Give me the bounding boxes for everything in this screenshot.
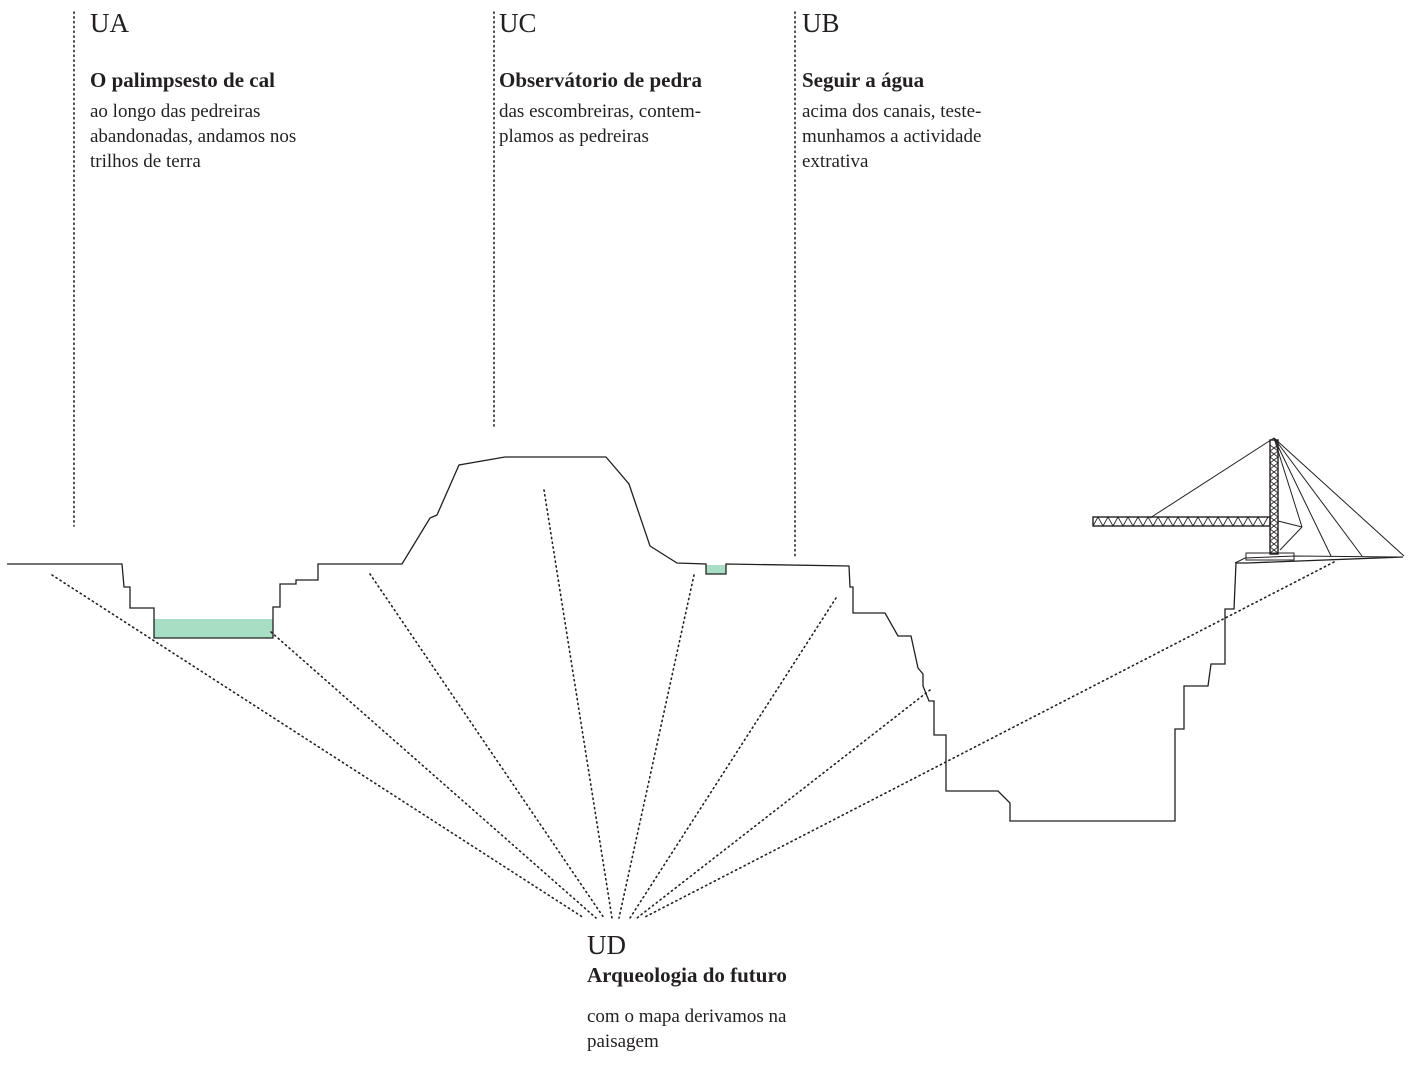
description-line: munhamos a actividade: [802, 126, 982, 147]
unit-description: ao longo das pedreiras abandonadas, anda…: [90, 99, 296, 174]
crane-icon: [1092, 437, 1405, 561]
view-line: [369, 573, 605, 919]
unit-code: UB: [802, 8, 840, 38]
unit-code: UA: [90, 8, 129, 38]
view-line: [543, 489, 613, 919]
unit-code: UD: [587, 930, 626, 960]
description-line: ao longo das pedreiras: [90, 101, 261, 122]
crane-cables: [1149, 437, 1405, 557]
crane-jib: [1092, 516, 1271, 527]
description-line: plamos as pedreiras: [499, 126, 649, 147]
crane-mast-lattice: [1269, 444, 1279, 554]
view-line: [51, 574, 585, 919]
water-pool-small: [706, 565, 726, 574]
description-line: paisagem: [587, 1031, 659, 1052]
crane-jib-lattice: [1092, 516, 1269, 527]
unit-description: acima dos canais, teste- munhamos a acti…: [802, 99, 981, 174]
view-line: [270, 631, 597, 919]
unit-description: com o mapa derivamos na paisagem: [587, 1004, 787, 1054]
view-lines: [51, 489, 1335, 919]
unit-ud: UD Arqueologia do futuro com o mapa deri…: [587, 930, 787, 1054]
description-line: trilhos de terra: [90, 151, 201, 172]
leader-lines: [73, 11, 796, 557]
description-line: acima dos canais, teste-: [802, 101, 982, 122]
terrain-profile: [7, 456, 1404, 822]
crane-mast: [1269, 439, 1279, 555]
description-line: abandonadas, andamos nos: [90, 126, 297, 147]
ledge-step-c: [1234, 555, 1403, 564]
unit-title: Observátorio de pedra: [499, 68, 702, 92]
view-line: [618, 574, 695, 919]
water-bodies: [154, 565, 726, 638]
view-line: [636, 689, 931, 919]
view-line: [629, 597, 837, 919]
unit-code: UC: [499, 8, 537, 38]
unit-title: O palimpsesto de cal: [90, 68, 275, 92]
unit-title: Arqueologia do futuro: [587, 963, 787, 987]
description-line: com o mapa derivamos na: [587, 1006, 787, 1027]
description-line: extrativa: [802, 151, 869, 172]
unit-title: Seguir a água: [802, 68, 925, 92]
unit-description: das escombreiras, contem- plamos as pedr…: [499, 99, 702, 149]
crane-counter-jib: [1277, 520, 1303, 528]
view-line: [642, 561, 1335, 919]
unit-ua: UA O palimpsesto de cal ao longo das ped…: [90, 8, 296, 174]
water-pool-left: [154, 619, 273, 638]
unit-ub: UB Seguir a água acima dos canais, teste…: [802, 8, 981, 174]
unit-uc: UC Observátorio de pedra das escombreira…: [499, 8, 702, 149]
description-line: das escombreiras, contem-: [499, 101, 702, 122]
